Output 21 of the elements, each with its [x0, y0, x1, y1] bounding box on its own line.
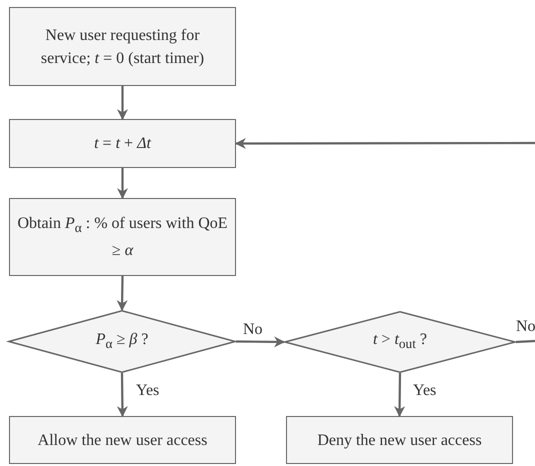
node-text: Obtain P$_{α}$ : % of users with QoE ≥ α [16, 214, 229, 262]
arrow [116, 276, 128, 312]
decision-diamond [8, 310, 236, 373]
arrow [116, 372, 128, 418]
process-box [9, 198, 236, 276]
node-text: New user requesting for service; t = 0 (start timer) [40, 26, 206, 68]
node-text: t > t$_{out}$ ? [372, 330, 428, 354]
arrow [236, 336, 286, 348]
process-box [9, 7, 236, 86]
arrow [234, 138, 535, 149]
arrow [117, 86, 128, 120]
node-text: t = t + Δt [93, 134, 152, 154]
node-text: P$_{α}$ ≥ β ? [94, 330, 150, 354]
arrow [117, 168, 128, 200]
decision-diamond [284, 311, 516, 373]
process-box [9, 416, 236, 464]
process-box [286, 416, 513, 464]
node-text: Deny the new user access [316, 430, 483, 450]
node-text: Allow the new user access [36, 430, 208, 450]
process-box [9, 119, 236, 168]
arrow [394, 372, 406, 418]
